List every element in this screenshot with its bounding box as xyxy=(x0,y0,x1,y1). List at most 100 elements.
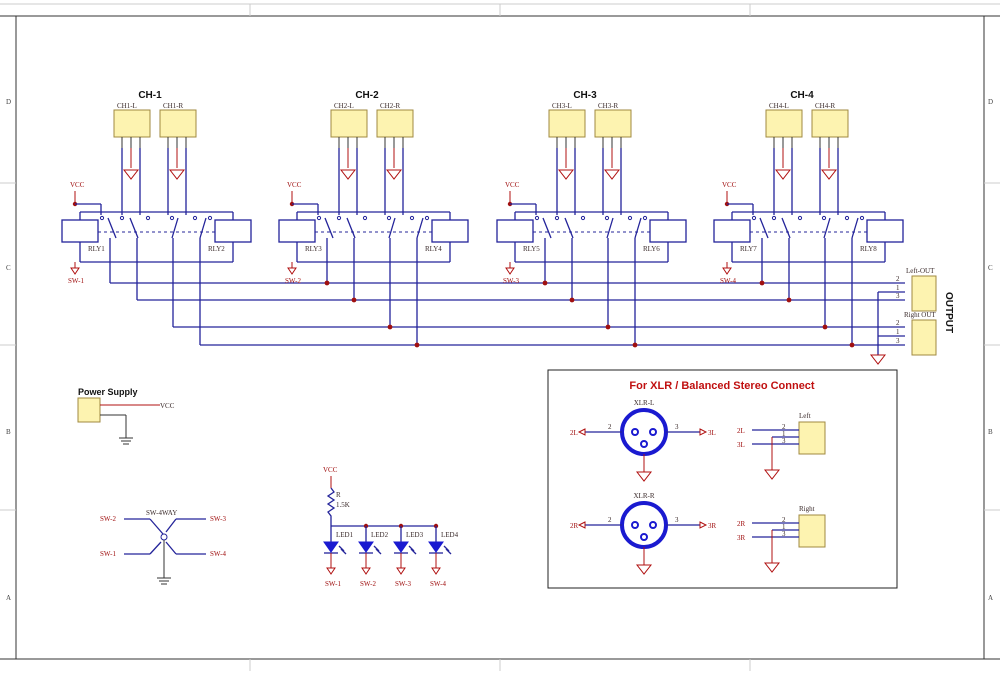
contact xyxy=(424,215,430,221)
relay-b-label: RLY6 xyxy=(643,245,660,253)
header-pin1-num: 1 xyxy=(782,430,786,438)
four-way-switch: SW-4WAY SW-2 SW-3 SW-1 SW-4 xyxy=(100,509,226,585)
xlr-r-label: XLR-R xyxy=(634,492,655,500)
bus-junction xyxy=(569,297,575,303)
relay-coil-a xyxy=(496,219,534,243)
header-pin2-num: 2 xyxy=(782,423,786,431)
wire xyxy=(416,217,424,239)
wire xyxy=(443,545,450,552)
ground-symbol xyxy=(820,169,838,180)
xlr-pin1 xyxy=(640,533,648,541)
relay-a-label: RLY7 xyxy=(740,245,757,253)
pin2-num: 2 xyxy=(608,516,612,524)
ground-symbol xyxy=(385,169,403,180)
ground-symbol xyxy=(557,169,575,180)
relay-a-label: RLY3 xyxy=(305,245,322,253)
xlr-l-pin3-net: 3L xyxy=(708,429,716,437)
xlr-right-header-label: Right xyxy=(799,505,815,513)
xlr-title: For XLR / Balanced Stereo Connect xyxy=(629,380,815,392)
rca-right-label: CH3-R xyxy=(598,102,619,110)
ground-symbol xyxy=(339,169,357,180)
rca-left-connector xyxy=(765,109,803,138)
rca-left-connector xyxy=(548,109,586,138)
switch-net-sw4: SW-4 xyxy=(210,550,226,558)
frame-row-b-left: B xyxy=(6,428,11,436)
contact xyxy=(859,215,865,221)
ground-symbol xyxy=(774,169,792,180)
right-out-pin-a: 2 xyxy=(896,319,900,327)
wire xyxy=(338,545,345,552)
switch-name: SW-4WAY xyxy=(146,509,177,517)
net-port xyxy=(699,521,708,529)
wire xyxy=(445,548,452,555)
relay-coil-b xyxy=(649,219,687,243)
output-bus-lines xyxy=(110,282,905,365)
xlr-pin2 xyxy=(631,428,639,436)
net-port xyxy=(505,267,515,275)
led-net-label: SW-1 xyxy=(325,580,341,588)
led-label: LED1 xyxy=(336,531,354,539)
contact xyxy=(797,215,803,221)
contact xyxy=(771,215,777,221)
led-diode-symbol xyxy=(358,541,374,553)
wire xyxy=(410,548,417,555)
relay-coil-a xyxy=(713,219,751,243)
led-net-label: SW-3 xyxy=(395,580,411,588)
rca-left-label: CH3-L xyxy=(552,102,572,110)
contact xyxy=(386,215,392,221)
net-port xyxy=(287,267,297,275)
sw-net-label: SW-1 xyxy=(68,277,84,285)
bus-junction xyxy=(786,297,792,303)
left-out-connector xyxy=(911,275,937,312)
left-out-pin-a: 2 xyxy=(896,275,900,283)
left-out-label: Left-OUT xyxy=(906,267,935,275)
wire xyxy=(171,217,179,239)
net-port xyxy=(326,567,336,575)
bus-junction xyxy=(632,342,638,348)
wire xyxy=(375,548,382,555)
relay-b-label: RLY2 xyxy=(208,245,225,253)
sw-net-label: SW-2 xyxy=(285,277,301,285)
switch-net-sw1: SW-1 xyxy=(100,550,116,558)
pin3-num: 3 xyxy=(675,423,679,431)
relay-coil-b xyxy=(866,219,904,243)
contact xyxy=(844,215,850,221)
led-diode-symbol xyxy=(323,541,339,553)
header-pin3-net: 3R xyxy=(737,534,746,542)
xlr-pin1 xyxy=(640,440,648,448)
left-out-pin-c: 3 xyxy=(896,292,900,300)
contact xyxy=(534,215,540,221)
relay-b-label: RLY4 xyxy=(425,245,442,253)
xlr-section: For XLR / Balanced Stereo Connect XLR-L2… xyxy=(547,369,898,589)
rca-right-connector xyxy=(811,109,849,138)
led-label: LED3 xyxy=(406,531,424,539)
bus-junction xyxy=(849,342,855,348)
contact xyxy=(336,215,342,221)
header-pin1-num: 1 xyxy=(782,523,786,531)
net-port xyxy=(577,521,586,529)
xlr-pin3 xyxy=(649,428,657,436)
wire xyxy=(781,217,791,239)
ground-symbol xyxy=(168,169,186,180)
frame-row-d-right: D xyxy=(988,98,993,106)
bus-junction xyxy=(542,280,548,286)
rca-left-label: CH4-L xyxy=(769,102,789,110)
right-out-connector xyxy=(911,319,937,356)
wire xyxy=(199,217,207,239)
led-diode-symbol xyxy=(428,541,444,553)
bus-junction xyxy=(387,324,393,330)
net-port xyxy=(396,567,406,575)
sheet-frame: D C B A D C B A xyxy=(0,3,1000,671)
relay-a-label: RLY5 xyxy=(523,245,540,253)
relay-coil-a xyxy=(278,219,316,243)
bus-junction xyxy=(414,342,420,348)
led-net-label: SW-2 xyxy=(360,580,376,588)
vcc-label: VCC xyxy=(722,181,737,189)
